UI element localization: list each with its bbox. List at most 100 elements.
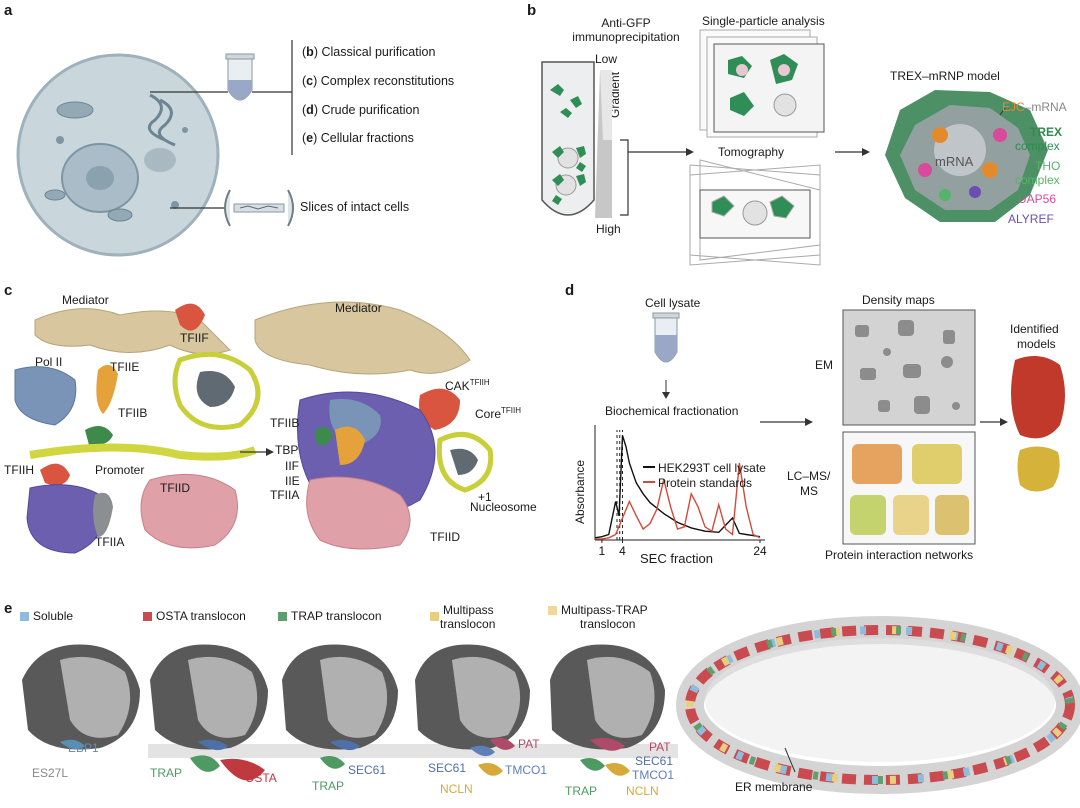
e-es27l: ES27L bbox=[32, 766, 69, 780]
c-left-mediator: Mediator bbox=[62, 293, 109, 307]
lcms-label-1: LC–MS/ bbox=[787, 469, 831, 483]
c-left-tfiib: TFIIB bbox=[118, 406, 148, 420]
legend-standards: Protein standards bbox=[658, 476, 753, 490]
gradient-low: Low bbox=[595, 52, 618, 66]
spa-title: Single-particle analysis bbox=[702, 14, 825, 28]
identified-models bbox=[1011, 356, 1065, 492]
panel-label-a: a bbox=[4, 2, 13, 19]
c-right-tfiib: TFIIB bbox=[270, 416, 300, 430]
panel-label-b: b bbox=[527, 2, 537, 19]
ribosome-5 bbox=[550, 644, 665, 776]
e-tmco1-a: TMCO1 bbox=[505, 763, 547, 777]
er-membrane-ring bbox=[676, 616, 1080, 794]
legend-multipass-trap-2: translocon bbox=[580, 617, 636, 631]
identified-label-1: Identified bbox=[1010, 322, 1059, 336]
c-right-tfiia: TFIIA bbox=[270, 488, 300, 502]
e-sec61-a: SEC61 bbox=[348, 763, 387, 777]
ribosome-1 bbox=[22, 644, 140, 750]
membrane-band bbox=[148, 744, 678, 758]
sec-xlabel: SEC fraction bbox=[640, 551, 713, 566]
c-left-tfiih: TFIIH bbox=[4, 463, 34, 477]
cell-illustration bbox=[16, 53, 220, 257]
ip-title-line1: Anti-GFP bbox=[601, 16, 651, 30]
right-assembly bbox=[254, 301, 494, 550]
list-item-c: (c) Complex reconstitutions bbox=[302, 74, 455, 88]
c-right-plus1: +1 bbox=[478, 490, 492, 504]
tomography-frames bbox=[689, 159, 821, 266]
lcms-label-2: MS bbox=[800, 484, 818, 498]
e-sec61-c: SEC61 bbox=[635, 754, 674, 768]
x-tick-label-1: 1 bbox=[599, 544, 606, 558]
panel-label-c: c bbox=[4, 282, 13, 299]
list-item-b: (b) Classical purification bbox=[302, 45, 436, 59]
ribosome-4 bbox=[415, 644, 530, 776]
legend-osta: OSTA translocon bbox=[156, 609, 246, 623]
e-pat-1: PAT bbox=[518, 737, 540, 751]
e-osta: OSTA bbox=[245, 771, 277, 785]
c-right-tbp: TBP bbox=[275, 443, 299, 457]
ip-title-line2: immunoprecipitation bbox=[572, 30, 680, 44]
list-item-d: (d) Crude purification bbox=[302, 103, 420, 117]
tho-complex-label-1: THO bbox=[1035, 159, 1061, 173]
c-right-iie: IIE bbox=[285, 474, 300, 488]
legend-multipass-trap-1: Multipass-TRAP bbox=[561, 603, 648, 617]
list-item-e: (e) Cellular fractions bbox=[302, 131, 414, 145]
e-ncln-2: NCLN bbox=[626, 784, 659, 798]
e-ebp1: EBP1 bbox=[68, 741, 99, 755]
lysate-tube-icon bbox=[652, 312, 680, 363]
legend-swatch-trap bbox=[278, 612, 287, 621]
biochem-fractionation-label: Biochemical fractionation bbox=[605, 404, 739, 418]
left-complexes bbox=[14, 303, 261, 554]
network-box bbox=[842, 431, 976, 545]
spa-frames bbox=[699, 29, 825, 138]
e-er-membrane: ER membrane bbox=[735, 780, 813, 794]
em-box bbox=[842, 309, 976, 426]
ribosome-2 bbox=[150, 644, 268, 781]
c-left-promoter: Promoter bbox=[95, 463, 145, 477]
series-line-1 bbox=[595, 462, 761, 540]
e-trap-1: TRAP bbox=[150, 766, 183, 780]
c-right-tfiid: TFIID bbox=[430, 530, 460, 544]
gradient-tube bbox=[541, 61, 612, 218]
e-trap-3: TRAP bbox=[565, 784, 598, 798]
ribosome-3 bbox=[282, 644, 398, 769]
c-right-mediator: Mediator bbox=[335, 301, 382, 315]
trex-mrnp-model bbox=[885, 90, 1048, 222]
tube-icon bbox=[225, 53, 255, 101]
cell-slice-icon bbox=[224, 189, 294, 227]
c-right-core: CoreTFIIH bbox=[475, 406, 522, 421]
panel-label-e: e bbox=[4, 600, 13, 617]
c-left-pol2: Pol II bbox=[35, 355, 63, 369]
legend-hek: HEK293T cell lysate bbox=[658, 461, 766, 475]
c-right-iif: IIF bbox=[285, 459, 299, 473]
legend-swatch-multipass-trap bbox=[548, 606, 557, 615]
mrna-label: mRNA bbox=[935, 154, 974, 169]
e-trap-2: TRAP bbox=[312, 779, 345, 793]
x-tick-label-24: 24 bbox=[753, 544, 767, 558]
uap56-label: UAP56 bbox=[1018, 192, 1057, 206]
e-pat-2: PAT bbox=[649, 740, 671, 754]
legend-swatch-multipass bbox=[430, 612, 439, 621]
legend-swatch-osta bbox=[143, 612, 152, 621]
legend-swatch-soluble bbox=[20, 612, 29, 621]
networks-label: Protein interaction networks bbox=[825, 548, 974, 562]
legend-multipass-2: translocon bbox=[440, 617, 496, 631]
series-line-0 bbox=[594, 435, 761, 539]
c-right-cak: CAKTFIIH bbox=[445, 378, 490, 393]
x-tick-label-4: 4 bbox=[619, 544, 626, 558]
em-label: EM bbox=[815, 358, 833, 372]
e-tmco1-b: TMCO1 bbox=[632, 768, 674, 782]
tho-complex-label-2: complex bbox=[1015, 173, 1060, 187]
e-sec61-b: SEC61 bbox=[428, 761, 467, 775]
slices-label: Slices of intact cells bbox=[300, 200, 410, 214]
c-right-nucleosome: Nucleosome bbox=[470, 500, 537, 514]
alyref-label: ALYREF bbox=[1008, 212, 1054, 226]
c-left-tfiie: TFIIE bbox=[110, 360, 140, 374]
legend-trap: TRAP translocon bbox=[291, 609, 382, 623]
e-ncln-1: NCLN bbox=[440, 782, 473, 796]
